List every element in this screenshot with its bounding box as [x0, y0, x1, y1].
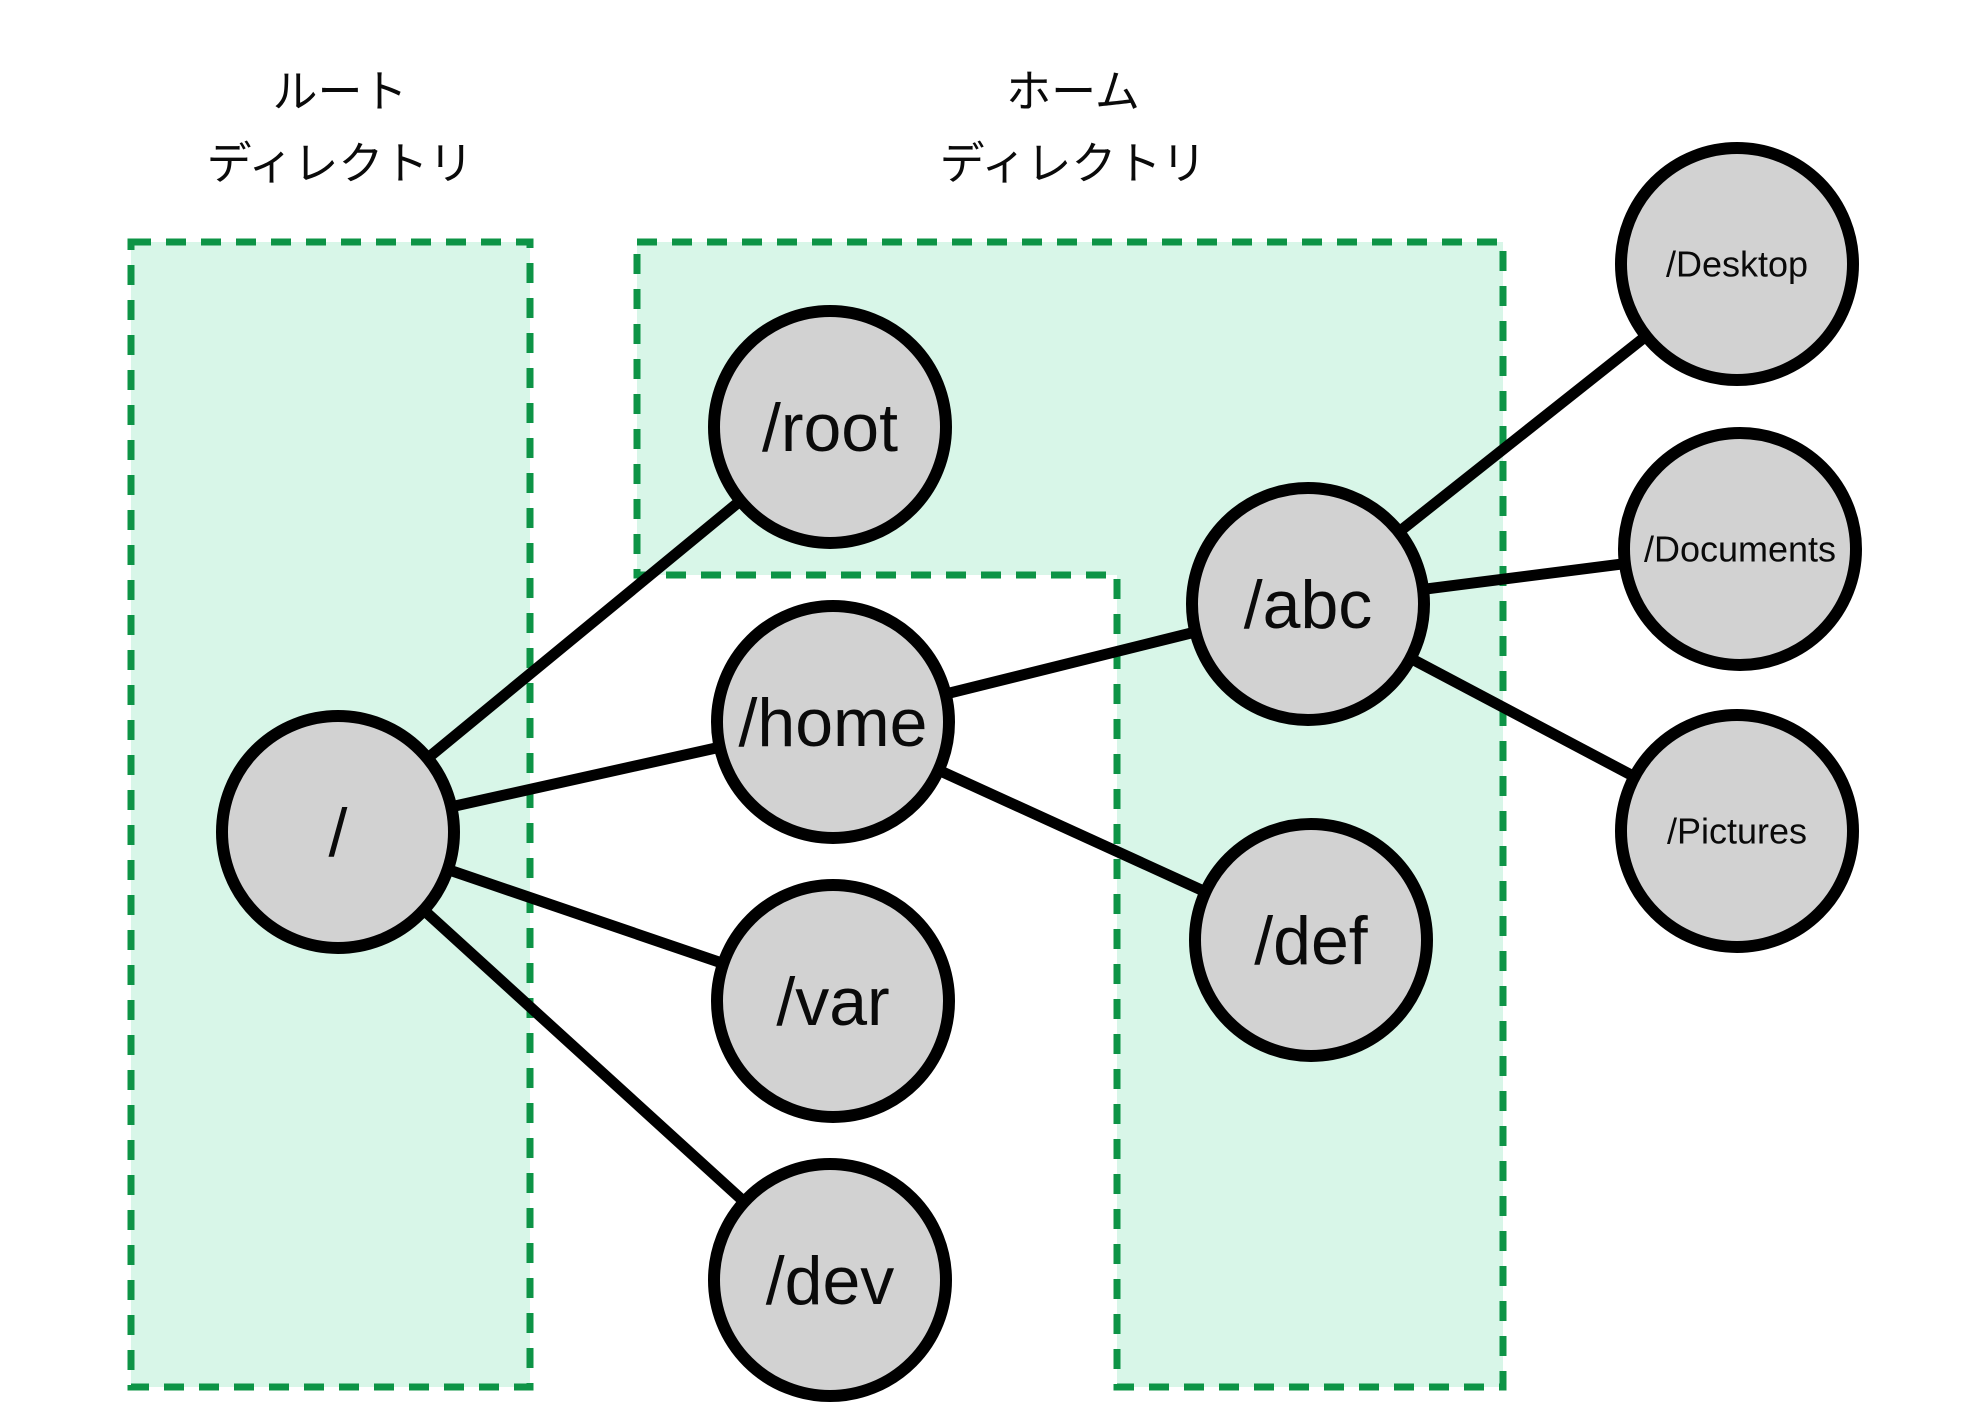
- node-pictures-circle: [1615, 709, 1859, 953]
- node-documents-circle: [1618, 427, 1862, 671]
- node-root-label: /root: [762, 390, 898, 466]
- node-documents: /Documents: [1618, 427, 1862, 671]
- node-slash: /: [216, 710, 460, 954]
- node-def-circle: [1189, 818, 1433, 1062]
- node-abc-circle: [1186, 482, 1430, 726]
- root-directory-label-line1: ルート: [272, 66, 407, 117]
- nodes: / /root /home /var /dev /abc /def: [216, 142, 1862, 1402]
- node-var: /var: [711, 879, 955, 1123]
- node-abc-label: /abc: [1244, 567, 1373, 643]
- node-pictures: /Pictures: [1615, 709, 1859, 953]
- node-desktop-circle: [1615, 142, 1859, 386]
- node-slash-label: /: [329, 795, 348, 871]
- node-slash-circle: [216, 710, 460, 954]
- node-root: /root: [708, 305, 952, 549]
- node-pictures-label: /Pictures: [1667, 811, 1807, 852]
- node-home-circle: [711, 600, 955, 844]
- home-directory-label-line2: ディレクトリ: [940, 138, 1207, 189]
- node-abc: /abc: [1186, 482, 1430, 726]
- node-desktop: /Desktop: [1615, 142, 1859, 386]
- node-desktop-label: /Desktop: [1666, 244, 1808, 285]
- node-def-label: /def: [1254, 903, 1368, 979]
- node-var-label: /var: [776, 964, 889, 1040]
- root-directory-label-line2: ディレクトリ: [207, 138, 474, 189]
- node-def: /def: [1189, 818, 1433, 1062]
- node-home-label: /home: [739, 685, 928, 761]
- node-home: /home: [711, 600, 955, 844]
- node-root-circle: [708, 305, 952, 549]
- node-var-circle: [711, 879, 955, 1123]
- home-directory-label-line1: ホーム: [1006, 66, 1140, 117]
- node-dev-label: /dev: [766, 1243, 895, 1319]
- node-dev: /dev: [708, 1158, 952, 1402]
- node-dev-circle: [708, 1158, 952, 1402]
- node-documents-label: /Documents: [1644, 529, 1836, 570]
